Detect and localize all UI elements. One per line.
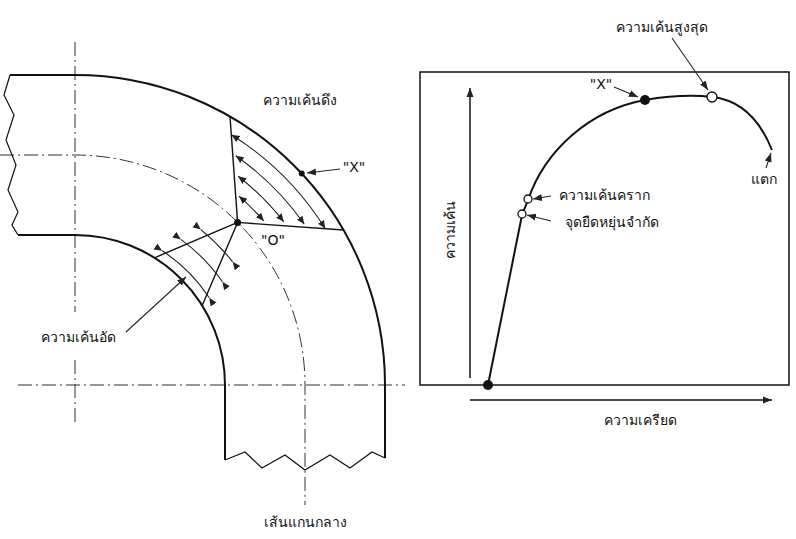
compression-arrow — [181, 239, 223, 281]
reference-line — [75, 360, 76, 425]
yield-point — [524, 195, 532, 203]
axis-label: เส้นแกนกลาง — [262, 514, 349, 531]
max-stress-point — [707, 92, 717, 102]
neutral-point — [234, 219, 241, 226]
leader-line — [672, 38, 708, 90]
point-label: จุดยืดหยุ่นจำกัด — [563, 214, 661, 231]
neutral-axis-line — [0, 155, 305, 505]
point-label: ความเค้นคราก — [557, 187, 652, 204]
axis-title: ความเครียด — [602, 412, 679, 429]
section-line — [238, 222, 344, 230]
tension-arrows — [231, 135, 325, 229]
strain-axis — [470, 399, 772, 401]
leader-line — [126, 277, 186, 332]
leader-lines — [527, 38, 771, 221]
reference-line — [18, 385, 405, 386]
point-label: ความเค้นสูงสุด — [614, 19, 710, 36]
origin-dot — [483, 380, 493, 390]
torn-edge — [4, 75, 18, 235]
point-label: "X" — [341, 159, 367, 176]
chart-frame — [420, 72, 789, 385]
region-label: ความเค้นอัด — [39, 329, 118, 346]
section-line — [230, 117, 238, 223]
stress-axis — [469, 88, 471, 378]
stress-strain-curve — [488, 96, 772, 385]
leader-line — [766, 153, 771, 168]
leader-line — [533, 196, 551, 199]
leader-line — [614, 87, 638, 97]
point-label: "O" — [259, 232, 287, 249]
section-lines — [155, 117, 344, 306]
pipe-outer-edge — [10, 75, 385, 458]
reference-line — [75, 42, 76, 312]
tension-arrow — [236, 156, 305, 225]
compression-arrow — [201, 230, 233, 262]
point-x — [640, 95, 650, 105]
torn-edge — [225, 452, 385, 470]
axis-title: ความเค้น — [442, 199, 459, 261]
leader-line — [307, 169, 340, 173]
tension-arrow — [238, 176, 284, 222]
point-label: "X" — [588, 76, 614, 93]
reference-lines — [0, 42, 405, 505]
tension-arrow — [239, 196, 264, 221]
pipe-inner-edge — [18, 235, 225, 460]
point-x — [299, 171, 305, 177]
point-label: แตก — [749, 171, 779, 188]
leader-lines — [126, 169, 340, 332]
elastic-limit-point — [518, 210, 526, 218]
compression-arrows — [162, 230, 232, 298]
bent-pipe — [4, 75, 385, 470]
leader-line — [527, 215, 551, 221]
tension-arrow — [231, 135, 325, 229]
region-label: ความเค้นดึง — [261, 92, 339, 109]
